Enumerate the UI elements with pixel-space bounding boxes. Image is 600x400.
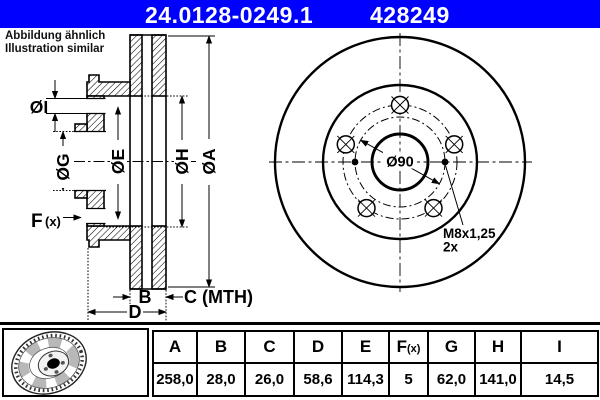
col-c-header: C	[244, 330, 295, 364]
brake-disc-thumbnail	[11, 331, 87, 395]
label-f-sub: (x)	[45, 214, 61, 229]
col-d-value: 58,6	[293, 362, 343, 397]
article-number: 428249	[370, 2, 450, 28]
drawing-area: ØA ØH ØE ØG ØI F (x) B C (MTH) D	[30, 33, 532, 322]
title-bar: 24.0128-0249.1 428249	[0, 0, 600, 28]
label-dia-g: ØG	[53, 153, 73, 180]
label-dia-h: ØH	[172, 148, 192, 174]
similarity-note-de: Abbildung ähnlich	[5, 30, 106, 42]
col-h-header: H	[474, 330, 522, 364]
label-halos	[55, 139, 217, 188]
label-b: B	[139, 287, 152, 307]
bore-label-halo	[383, 151, 417, 169]
bolt-holes	[336, 95, 464, 218]
table-header-row: A B C D E F(x) G H I	[152, 330, 599, 364]
thread-qty-label: 2x	[443, 240, 459, 255]
label-dia-e: ØE	[108, 149, 128, 174]
col-f-value: 5	[388, 362, 429, 397]
col-i-value: 14,5	[520, 362, 599, 397]
similarity-note: Abbildung ähnlich Illustration similar	[5, 30, 105, 56]
col-i-header: I	[520, 330, 599, 364]
col-g-header: G	[427, 330, 476, 364]
table-value-row: 258,0 28,0 26,0 58,6 114,3 5 62,0 141,0 …	[152, 362, 599, 397]
col-g-value: 62,0	[427, 362, 476, 397]
dimensions-table: A B C D E F(x) G H I 258,0 28,0 26,0 58,…	[152, 330, 599, 397]
bore-diameter-label: Ø90	[386, 155, 413, 171]
col-f-header: F(x)	[388, 330, 429, 364]
section-holes	[74, 97, 106, 225]
thread-holes	[351, 158, 449, 166]
col-b-header: B	[196, 330, 246, 364]
col-d-header: D	[293, 330, 343, 364]
col-b-value: 28,0	[196, 362, 246, 397]
col-h-value: 141,0	[474, 362, 522, 397]
label-dia-i: ØI	[30, 97, 48, 117]
col-a-value: 258,0	[152, 362, 198, 397]
footer-divider	[0, 322, 600, 325]
col-e-header: E	[341, 330, 390, 364]
similarity-note-en: Illustration similar	[5, 43, 105, 56]
product-thumbnail-box	[2, 328, 149, 397]
part-number: 24.0128-0249.1	[145, 2, 314, 28]
col-c-value: 26,0	[244, 362, 295, 397]
thread-leader-line	[445, 165, 464, 226]
label-d: D	[129, 302, 142, 322]
thread-spec-label: M8x1,25	[443, 226, 496, 241]
section-labels: ØA ØH ØE ØG ØI F (x) B C (MTH) D	[30, 97, 253, 322]
section-view: ØA ØH ØE ØG ØI F (x) B C (MTH) D	[30, 34, 253, 322]
col-a-header: A	[152, 330, 198, 364]
label-c: C (MTH)	[184, 287, 253, 307]
label-dia-a: ØA	[199, 148, 219, 175]
front-view: Ø90 M8x1,25 2x	[269, 33, 532, 292]
label-f: F	[31, 211, 43, 232]
col-e-value: 114,3	[341, 362, 390, 397]
section-outlines	[129, 34, 167, 290]
